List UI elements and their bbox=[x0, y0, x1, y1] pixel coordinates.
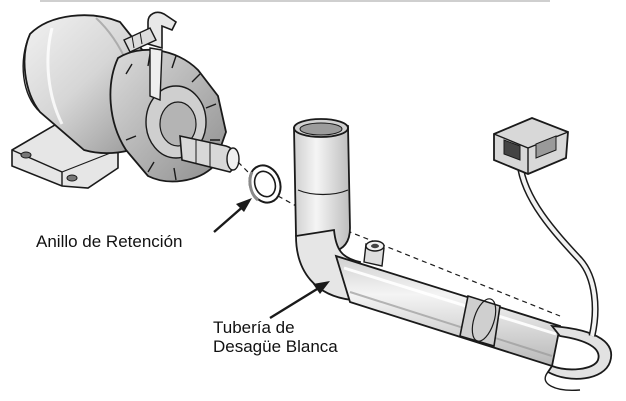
retaining-ring-pointer-arrow bbox=[213, 198, 252, 233]
drain-tube-pointer-arrow bbox=[269, 281, 330, 320]
float-switch bbox=[493, 117, 599, 337]
retaining-ring-label: Anillo de Retención bbox=[36, 232, 183, 251]
drain-tube bbox=[293, 118, 613, 391]
pump-elbow-fitting bbox=[123, 11, 178, 102]
pump bbox=[11, 11, 240, 189]
drain-tube-label-line-1: Tubería de bbox=[213, 318, 295, 337]
retaining-ring bbox=[248, 164, 282, 204]
cropped-caption-edge bbox=[40, 0, 550, 2]
pump-outlet-nozzle bbox=[179, 134, 240, 173]
drain-tube-label: Tubería de Desagüe Blanca bbox=[213, 318, 338, 356]
drain-tube-label-line-2: Desagüe Blanca bbox=[213, 337, 338, 356]
